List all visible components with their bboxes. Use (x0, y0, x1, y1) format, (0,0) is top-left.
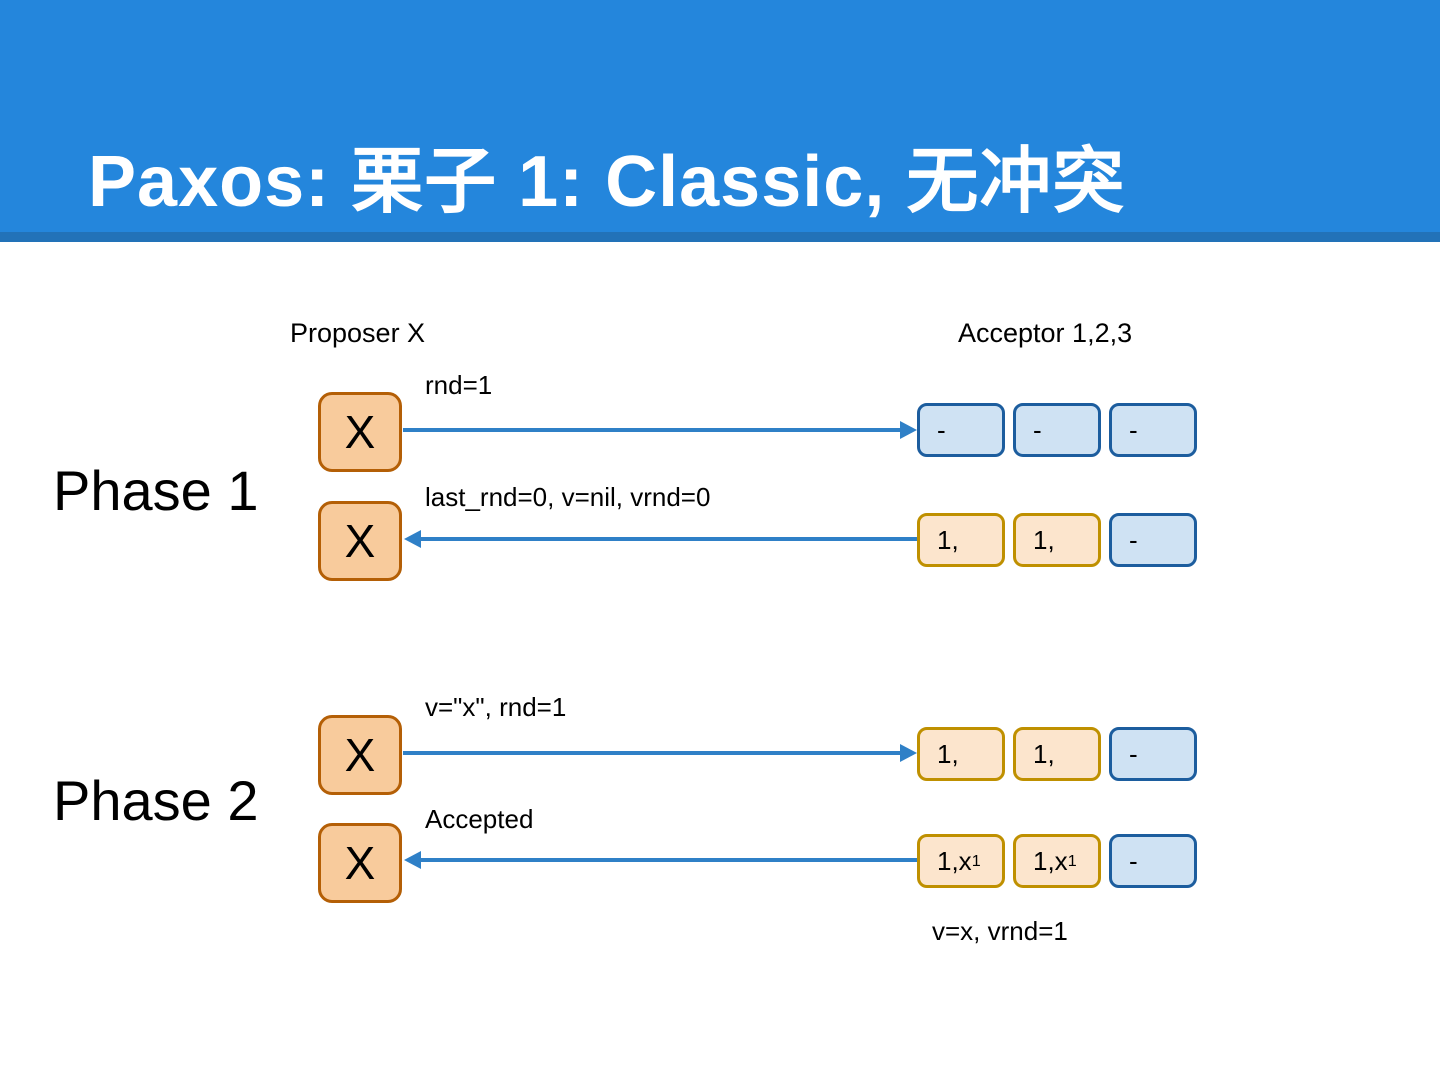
acceptor-column-label: Acceptor 1,2,3 (958, 318, 1133, 348)
cell-value: 1, (937, 524, 959, 555)
arrow-line-right (403, 751, 902, 755)
phase-2-label: Phase 2 (53, 769, 259, 832)
acceptor-cell: - (1109, 403, 1197, 457)
cell-value: - (1129, 414, 1138, 445)
arrow-line-left (419, 858, 917, 862)
cell-value: - (937, 414, 946, 445)
proposer-node-box: X (318, 823, 402, 903)
acceptor-cell: 1, (1013, 513, 1101, 567)
phase-1-label: Phase 1 (53, 459, 259, 522)
arrow-head-left-icon (404, 530, 421, 548)
cell-value: 1,x (937, 845, 972, 876)
proposer-node-box: X (318, 392, 402, 472)
slide-title: Paxos: 栗子 1: Classic, 无冲突 (88, 142, 1126, 222)
acceptor-cell: - (1013, 403, 1101, 457)
cell-value: - (1129, 524, 1138, 555)
message-label-prepare: rnd=1 (425, 370, 493, 400)
cell-value: 1, (1033, 738, 1055, 769)
acceptor-cell: - (1109, 834, 1197, 888)
acceptor-cell: - (1109, 513, 1197, 567)
message-label-promise: last_rnd=0, v=nil, vrnd=0 (425, 482, 711, 512)
arrow-head-right-icon (900, 421, 917, 439)
message-label-accepted: Accepted (425, 804, 534, 834)
cell-value: - (1033, 414, 1042, 445)
cell-value: - (1129, 738, 1138, 769)
message-label-accept: v="x", rnd=1 (425, 692, 567, 722)
proposer-node-box: X (318, 715, 402, 795)
title-bar (0, 0, 1440, 232)
acceptor-cell: - (1109, 727, 1197, 781)
cell-value: 1, (937, 738, 959, 769)
acceptor-cell: 1, (917, 727, 1005, 781)
arrow-head-left-icon (404, 851, 421, 869)
title-bar-accent-stripe (0, 232, 1440, 242)
acceptor-cell: 1, (1013, 727, 1101, 781)
cell-value: - (1129, 845, 1138, 876)
acceptor-state-footnote: v=x, vrnd=1 (932, 916, 1068, 946)
arrow-line-right (403, 428, 902, 432)
arrow-line-left (419, 537, 917, 541)
acceptor-cell: 1, (917, 513, 1005, 567)
proposer-node-box: X (318, 501, 402, 581)
cell-value: 1, (1033, 524, 1055, 555)
proposer-column-label: Proposer X (290, 318, 426, 348)
acceptor-cell: - (917, 403, 1005, 457)
cell-value: 1,x (1033, 845, 1068, 876)
arrow-head-right-icon (900, 744, 917, 762)
